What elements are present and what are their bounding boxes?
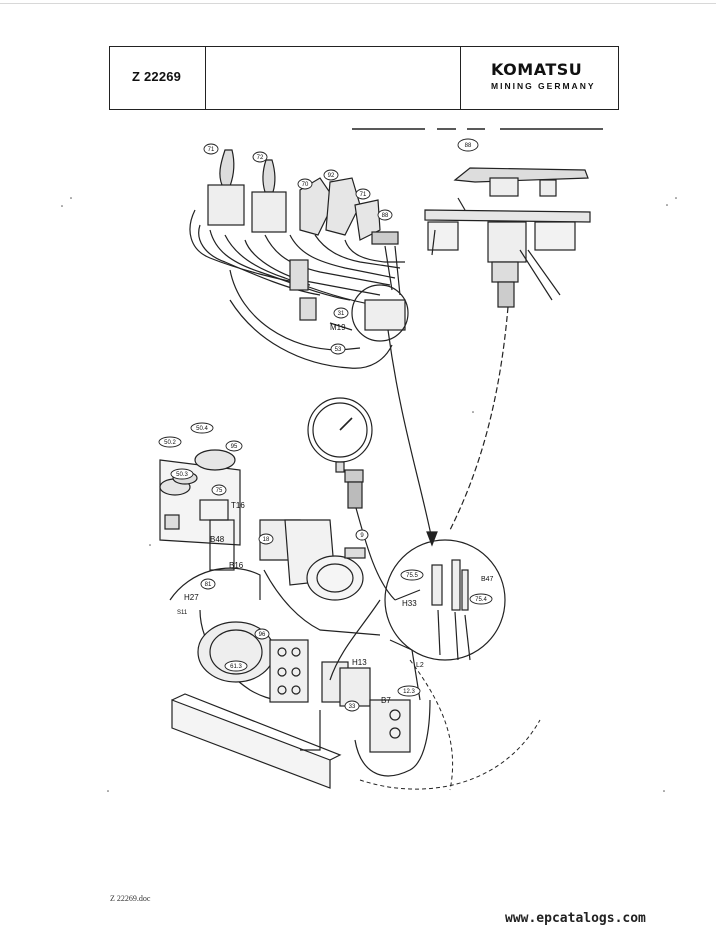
callout-9: 9 bbox=[360, 533, 364, 539]
callout-numbers: 71 72 70 92 71 88 88 31 53 50.2 50.4 95 … bbox=[164, 143, 487, 710]
doc-number: Z 22269 bbox=[132, 69, 182, 84]
detail-circle bbox=[384, 539, 506, 661]
callout-71a: 71 bbox=[208, 147, 215, 153]
title-block: Z 22269 KOMATSU MINING GERMANY bbox=[109, 46, 619, 110]
callout-88a: 88 bbox=[382, 213, 389, 219]
label-l2: L2 bbox=[416, 662, 424, 669]
title-cell bbox=[205, 47, 461, 109]
callout-61-3: 61.3 bbox=[230, 664, 242, 670]
callout-75-4: 75.4 bbox=[475, 597, 487, 603]
callout-71b: 71 bbox=[360, 192, 367, 198]
label-m19: M19 bbox=[330, 323, 346, 332]
callout-95: 95 bbox=[231, 444, 238, 450]
brand-logo: KOMATSU MINING GERMANY bbox=[459, 47, 618, 109]
callout-50-2: 50.2 bbox=[164, 440, 176, 446]
file-name: Z 22269.doc bbox=[110, 894, 151, 903]
label-h13: H13 bbox=[352, 658, 367, 667]
hydraulic-lines bbox=[387, 306, 509, 547]
callout-53: 53 bbox=[335, 347, 342, 353]
callout-bubbles bbox=[158, 138, 493, 712]
callout-18: 18 bbox=[263, 537, 270, 543]
callout-88b: 88 bbox=[465, 143, 472, 149]
callout-50-3: 50.3 bbox=[176, 472, 188, 478]
callout-92: 92 bbox=[328, 173, 335, 179]
callout-31: 31 bbox=[338, 311, 345, 317]
label-h33: H33 bbox=[402, 599, 417, 608]
component-labels: M19 T16 B48 B16 H27 S11 H13 B7 L2 H33 B4… bbox=[177, 323, 494, 705]
label-t16: T16 bbox=[231, 501, 245, 510]
callout-72: 72 bbox=[257, 155, 264, 161]
margin-marks bbox=[61, 197, 677, 792]
website-link[interactable]: www.epcatalogs.com bbox=[505, 911, 646, 926]
doc-number-cell: Z 22269 bbox=[110, 47, 206, 109]
label-b7: B7 bbox=[381, 696, 391, 705]
pedal-assembly bbox=[424, 167, 591, 308]
callout-33: 33 bbox=[349, 704, 356, 710]
label-b16: B16 bbox=[229, 561, 244, 570]
callout-70: 70 bbox=[302, 182, 309, 188]
callout-75: 75 bbox=[216, 488, 223, 494]
label-b48: B48 bbox=[210, 535, 225, 544]
callout-12-3: 12.3 bbox=[403, 689, 415, 695]
callout-75-5: 75.5 bbox=[406, 573, 418, 579]
label-b47: B47 bbox=[481, 576, 494, 583]
callout-50-4: 50.4 bbox=[196, 426, 208, 432]
label-h27: H27 bbox=[184, 593, 199, 602]
main-valve-assembly bbox=[159, 449, 431, 789]
label-s11: S11 bbox=[177, 610, 188, 616]
brand-name: KOMATSU bbox=[491, 60, 583, 79]
pressure-gauge bbox=[307, 397, 396, 601]
callout-96: 96 bbox=[259, 632, 266, 638]
brand-subtitle: MINING GERMANY bbox=[491, 81, 596, 91]
control-lever-assembly bbox=[189, 149, 409, 369]
top-rule bbox=[0, 3, 716, 4]
leader-lines bbox=[359, 659, 541, 791]
callout-81: 81 bbox=[205, 582, 212, 588]
